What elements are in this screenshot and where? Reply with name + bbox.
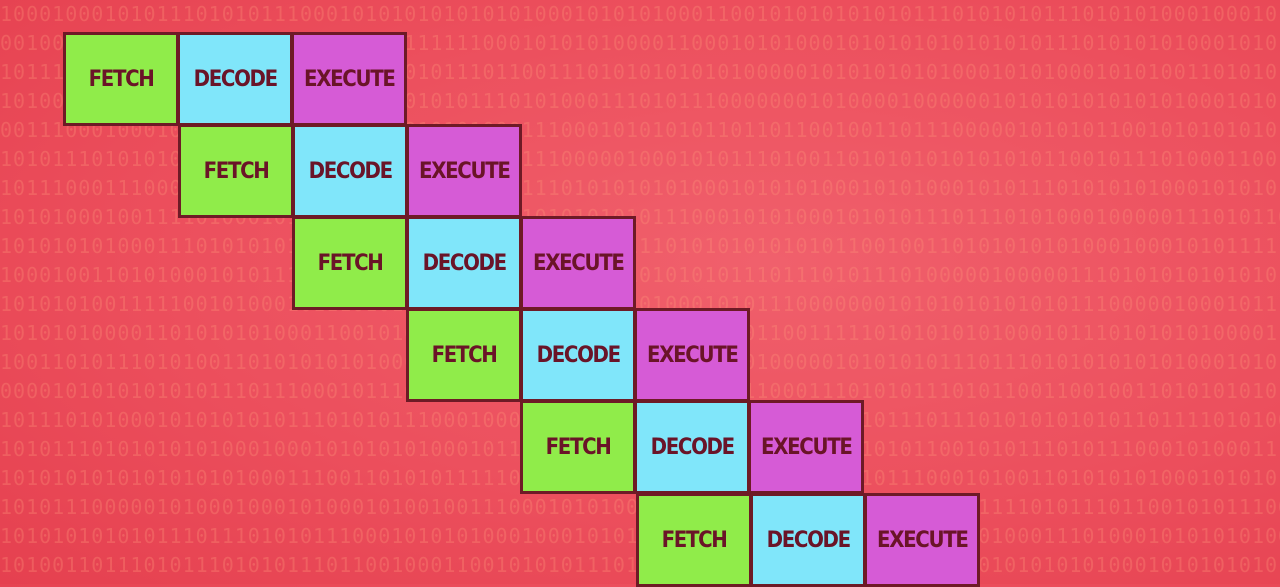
stage-execute: EXECUTE — [291, 32, 407, 126]
stage-decode: DECODE — [520, 308, 636, 402]
stage-label: DECODE — [766, 527, 851, 553]
stage-fetch: FETCH — [292, 216, 408, 310]
stage-label: DECODE — [422, 250, 507, 276]
stage-label: EXECUTE — [532, 250, 625, 276]
stage-fetch: FETCH — [636, 493, 752, 587]
stage-label: FETCH — [545, 434, 612, 460]
stage-label: EXECUTE — [303, 66, 396, 92]
stage-label: DECODE — [536, 342, 621, 368]
stage-decode: DECODE — [634, 400, 750, 494]
stage-decode: DECODE — [177, 32, 293, 126]
stage-label: FETCH — [661, 527, 728, 553]
stage-label: EXECUTE — [418, 158, 511, 184]
stage-label: DECODE — [308, 158, 393, 184]
stage-execute: EXECUTE — [748, 400, 864, 494]
stage-execute: EXECUTE — [634, 308, 750, 402]
stage-execute: EXECUTE — [406, 124, 522, 218]
stage-execute: EXECUTE — [864, 493, 980, 587]
stage-label: FETCH — [431, 342, 498, 368]
stage-label: FETCH — [203, 158, 270, 184]
stage-label: FETCH — [317, 250, 384, 276]
stage-decode: DECODE — [406, 216, 522, 310]
stage-fetch: FETCH — [178, 124, 294, 218]
stage-label: DECODE — [193, 66, 278, 92]
stage-decode: DECODE — [750, 493, 866, 587]
stage-label: EXECUTE — [646, 342, 739, 368]
stage-execute: EXECUTE — [520, 216, 636, 310]
stage-fetch: FETCH — [63, 32, 179, 126]
stage-fetch: FETCH — [406, 308, 522, 402]
stage-fetch: FETCH — [520, 400, 636, 494]
stage-label: EXECUTE — [876, 527, 969, 553]
stage-label: EXECUTE — [760, 434, 853, 460]
stage-label: FETCH — [88, 66, 155, 92]
stage-decode: DECODE — [292, 124, 408, 218]
stage-label: DECODE — [650, 434, 735, 460]
